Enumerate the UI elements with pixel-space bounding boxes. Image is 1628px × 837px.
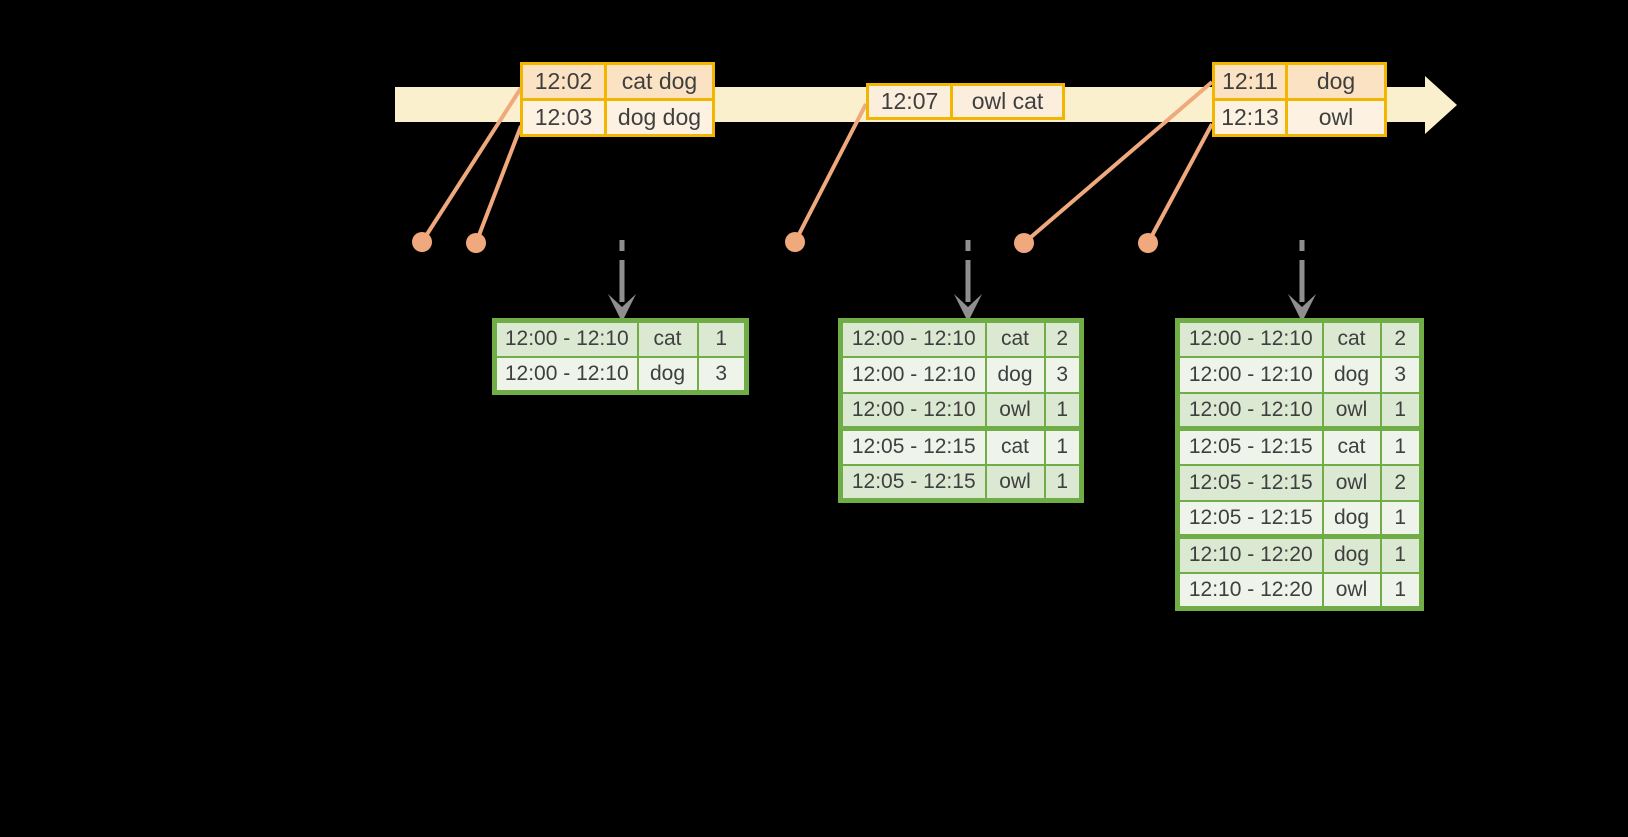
event-connector-line bbox=[474, 125, 523, 244]
result-word-cell: dog bbox=[984, 355, 1046, 394]
event-time-cell: 12:02 bbox=[520, 62, 607, 101]
result-count-cell: 3 bbox=[1379, 355, 1423, 394]
result-count-cell: 1 bbox=[1379, 426, 1423, 466]
event-time-cell: 12:07 bbox=[866, 83, 953, 120]
result-word-cell: cat bbox=[1321, 319, 1382, 358]
event-record-dot bbox=[1014, 233, 1034, 253]
event-time-cell: 12:11 bbox=[1212, 62, 1288, 101]
result-count-cell: 2 bbox=[1379, 319, 1423, 358]
result-word-cell: owl bbox=[984, 391, 1046, 430]
result-window-cell: 12:05 - 12:15 bbox=[1176, 463, 1324, 502]
result-window-cell: 12:05 - 12:15 bbox=[839, 426, 987, 466]
event-record-dot bbox=[785, 232, 805, 252]
result-count-cell: 1 bbox=[1043, 391, 1083, 430]
result-word-cell: cat bbox=[984, 426, 1046, 466]
result-count-cell: 1 bbox=[1379, 391, 1423, 430]
event-words-cell: owl bbox=[1285, 98, 1387, 137]
result-window-cell: 12:00 - 12:10 bbox=[1176, 355, 1324, 394]
result-word-cell: cat bbox=[1321, 426, 1382, 466]
result-window-cell: 12:00 - 12:10 bbox=[1176, 391, 1324, 430]
result-count-cell: 1 bbox=[1379, 571, 1423, 610]
result-word-cell: owl bbox=[984, 463, 1046, 502]
result-window-cell: 12:10 - 12:20 bbox=[1176, 534, 1324, 574]
event-words-cell: dog dog bbox=[604, 98, 715, 137]
result-word-cell: cat bbox=[984, 319, 1046, 358]
event-record-dot bbox=[1138, 233, 1158, 253]
result-window-cell: 12:05 - 12:15 bbox=[839, 463, 987, 502]
result-window-cell: 12:10 - 12:20 bbox=[1176, 571, 1324, 610]
event-connector-line bbox=[1146, 123, 1214, 244]
result-word-cell: owl bbox=[1321, 463, 1382, 502]
result-window-cell: 12:00 - 12:10 bbox=[493, 319, 639, 358]
result-count-cell: 2 bbox=[1043, 319, 1083, 358]
result-window-cell: 12:05 - 12:15 bbox=[1176, 426, 1324, 466]
result-window-cell: 12:00 - 12:10 bbox=[493, 355, 639, 394]
result-word-cell: dog bbox=[636, 355, 699, 394]
event-words-cell: cat dog bbox=[604, 62, 715, 101]
event-time-cell: 12:03 bbox=[520, 98, 607, 137]
result-word-cell: owl bbox=[1321, 571, 1382, 610]
result-count-cell: 1 bbox=[1043, 426, 1083, 466]
event-words-cell: owl cat bbox=[950, 83, 1065, 120]
result-word-cell: cat bbox=[636, 319, 699, 358]
event-time-cell: 12:13 bbox=[1212, 98, 1288, 137]
result-window-cell: 12:00 - 12:10 bbox=[1176, 319, 1324, 358]
timeline-arrowhead-icon bbox=[1425, 75, 1457, 134]
event-words-cell: dog bbox=[1285, 62, 1387, 101]
event-record-dot bbox=[412, 232, 432, 252]
result-window-cell: 12:00 - 12:10 bbox=[839, 391, 987, 430]
event-connector-line bbox=[793, 103, 868, 243]
result-window-cell: 12:00 - 12:10 bbox=[839, 319, 987, 358]
result-window-cell: 12:05 - 12:15 bbox=[1176, 499, 1324, 538]
event-record-dot bbox=[466, 233, 486, 253]
result-word-cell: dog bbox=[1321, 499, 1382, 538]
result-count-cell: 1 bbox=[1043, 463, 1083, 502]
result-count-cell: 2 bbox=[1379, 463, 1423, 502]
result-count-cell: 1 bbox=[1379, 534, 1423, 574]
result-word-cell: dog bbox=[1321, 355, 1382, 394]
result-word-cell: owl bbox=[1321, 391, 1382, 430]
result-count-cell: 3 bbox=[1043, 355, 1083, 394]
result-word-cell: dog bbox=[1321, 534, 1382, 574]
result-window-cell: 12:00 - 12:10 bbox=[839, 355, 987, 394]
result-count-cell: 1 bbox=[696, 319, 748, 358]
result-count-cell: 1 bbox=[1379, 499, 1423, 538]
result-count-cell: 3 bbox=[696, 355, 748, 394]
